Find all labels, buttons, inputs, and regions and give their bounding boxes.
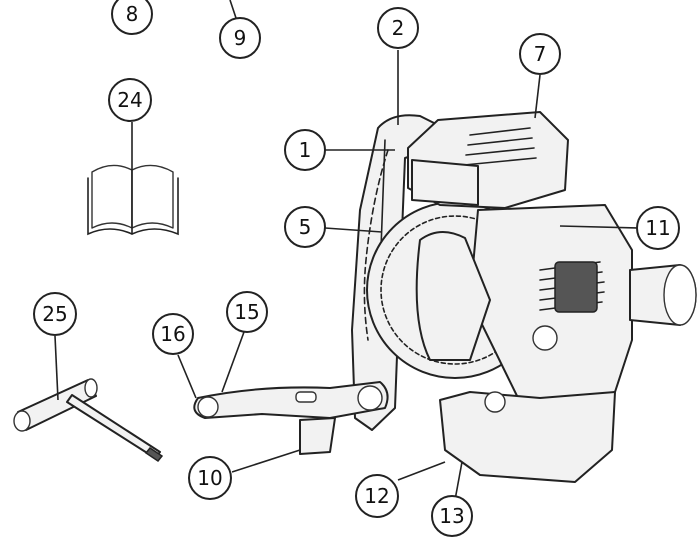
- leader-15: [221, 331, 245, 393]
- callout-5-label: 5: [299, 215, 312, 239]
- callout-13: 13: [431, 495, 473, 537]
- callout-8: 8: [111, 0, 153, 35]
- spark-plug-wrench-icon: [13, 378, 164, 463]
- callout-12-label: 12: [364, 484, 389, 508]
- callout-8-label: 8: [126, 2, 139, 26]
- leader-11: [559, 225, 638, 229]
- callout-10-label: 10: [197, 466, 222, 490]
- callout-1-label: 1: [299, 138, 312, 162]
- callout-9: 9: [219, 17, 261, 59]
- callout-12: 12: [355, 474, 399, 518]
- leader-25: [54, 335, 59, 401]
- callout-11: 11: [636, 206, 680, 250]
- callout-15-label: 15: [234, 300, 259, 324]
- callout-10: 10: [188, 456, 232, 500]
- leader-12: [397, 461, 446, 481]
- leader-9: [229, 0, 237, 19]
- callout-16: 16: [152, 313, 194, 355]
- leader-7: [534, 74, 541, 119]
- callout-15: 15: [226, 291, 268, 333]
- leader-16: [177, 354, 197, 399]
- leader-10: [231, 449, 301, 473]
- callout-11-label: 11: [645, 216, 670, 240]
- callout-13-label: 13: [439, 504, 464, 528]
- callout-25-label: 25: [42, 302, 67, 326]
- callout-2: 2: [377, 7, 419, 49]
- callout-24-label: 24: [117, 88, 142, 112]
- callout-9-label: 9: [234, 26, 247, 50]
- leader-lines: [54, 0, 638, 501]
- callout-25: 25: [33, 292, 77, 336]
- callout-24: 24: [108, 78, 152, 122]
- callout-5: 5: [284, 206, 326, 248]
- manual-book-icon: [87, 164, 179, 236]
- leader-13: [454, 461, 463, 501]
- callout-1: 1: [284, 129, 326, 171]
- callout-7: 7: [519, 33, 561, 75]
- callout-2-label: 2: [392, 16, 405, 40]
- callout-7-label: 7: [534, 42, 547, 66]
- leader-5: [324, 227, 383, 233]
- callout-16-label: 16: [160, 322, 185, 346]
- blower-body: [193, 111, 697, 483]
